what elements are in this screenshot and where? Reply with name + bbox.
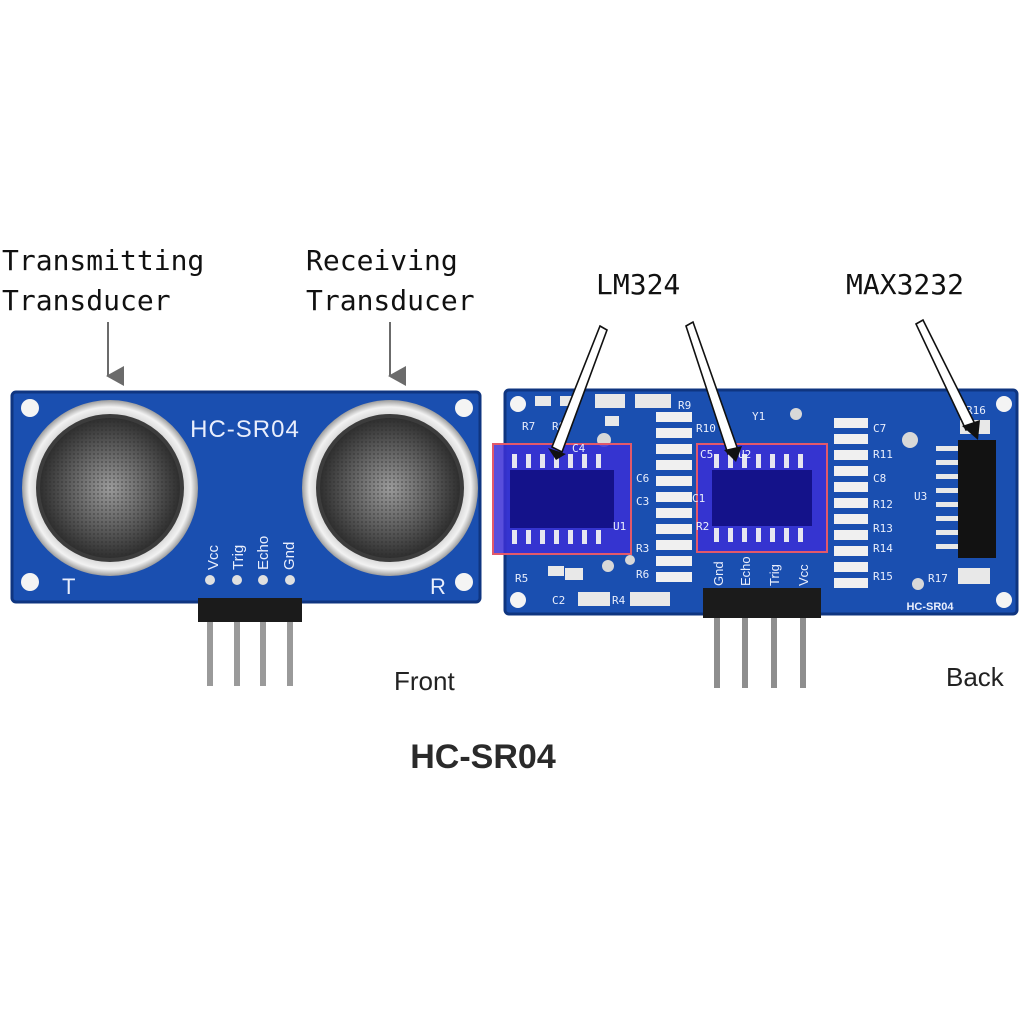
lm324-chip-u1 (492, 443, 632, 555)
front-header (198, 598, 302, 622)
svg-text:R15: R15 (873, 570, 893, 583)
svg-text:R2: R2 (696, 520, 709, 533)
mount-hole (455, 573, 473, 591)
svg-text:C7: C7 (873, 422, 886, 435)
back-board: R7 R8 R9 C4 R10 Y1 C7 R11 C6 C5 U2 C8 C1… (492, 388, 1019, 688)
r-mark: R (430, 574, 446, 599)
front-pin-label-echo: Echo (255, 536, 272, 570)
label-receiving-line2: Transducer (306, 284, 475, 317)
svg-text:R10: R10 (696, 422, 716, 435)
svg-text:C3: C3 (636, 495, 649, 508)
label-transmitting-line1: Transmitting (2, 244, 204, 277)
back-ref-designators: R7 R8 R9 C4 R10 Y1 C7 R11 C6 C5 U2 C8 C1… (515, 399, 986, 607)
max3232-chip-u3 (936, 440, 996, 558)
back-header-pins (714, 618, 806, 688)
back-pin-label-vcc: Vcc (796, 564, 811, 586)
back-pin-label-echo: Echo (738, 556, 753, 586)
svg-text:R14: R14 (873, 542, 893, 555)
front-pin-label-gnd: Gnd (281, 542, 298, 570)
svg-text:C6: C6 (636, 472, 649, 485)
label-receiving-line1: Receiving (306, 244, 458, 277)
svg-text:Y1: Y1 (752, 410, 765, 423)
front-header-pins (207, 622, 293, 686)
label-max3232: MAX3232 (846, 268, 964, 301)
labels: Transmitting Transducer Receiving Transd… (2, 244, 1005, 776)
mount-hole (21, 573, 39, 591)
front-board: HC-SR04 T R Vcc Trig Echo Gnd (10, 390, 482, 686)
svg-text:U2: U2 (738, 448, 751, 461)
svg-text:R7: R7 (522, 420, 535, 433)
arrow-lm324-left (550, 324, 608, 454)
svg-text:C4: C4 (572, 442, 586, 455)
svg-text:R12: R12 (873, 498, 893, 511)
svg-text:C5: C5 (700, 448, 713, 461)
svg-text:C2: C2 (552, 594, 565, 607)
mount-hole (455, 399, 473, 417)
callout-arrows (106, 318, 980, 462)
front-silkscreen: HC-SR04 (190, 416, 300, 443)
svg-text:U1: U1 (613, 520, 626, 533)
back-pin-label-gnd: Gnd (711, 561, 726, 586)
back-pin-label-trig: Trig (767, 564, 782, 586)
label-transmitting-line2: Transducer (2, 284, 171, 317)
svg-text:R11: R11 (873, 448, 893, 461)
back-header (703, 588, 821, 618)
t-mark: T (62, 574, 75, 599)
front-pin-label-vcc: Vcc (205, 544, 222, 570)
svg-text:R5: R5 (515, 572, 528, 585)
label-lm324: LM324 (596, 268, 680, 301)
svg-text:R17: R17 (928, 572, 948, 585)
svg-text:R16: R16 (966, 404, 986, 417)
mount-hole (21, 399, 39, 417)
svg-text:R4: R4 (612, 594, 626, 607)
diagram-title: HC-SR04 (410, 738, 556, 776)
label-back: Back (946, 662, 1005, 692)
label-front: Front (394, 666, 455, 696)
svg-text:R6: R6 (636, 568, 649, 581)
svg-text:U3: U3 (914, 490, 927, 503)
lm324-chip-u2 (696, 443, 828, 553)
resistor-ladder-right (834, 418, 868, 588)
front-pin-label-trig: Trig (230, 545, 247, 570)
back-silkscreen: HC-SR04 (906, 601, 954, 613)
resistor-ladder-left (656, 412, 692, 582)
svg-text:C1: C1 (692, 492, 705, 505)
transmitting-transducer-icon (22, 400, 198, 576)
svg-text:R3: R3 (636, 542, 649, 555)
svg-text:R9: R9 (678, 399, 691, 412)
receiving-transducer-icon (302, 400, 478, 576)
svg-text:C8: C8 (873, 472, 886, 485)
svg-text:R13: R13 (873, 522, 893, 535)
